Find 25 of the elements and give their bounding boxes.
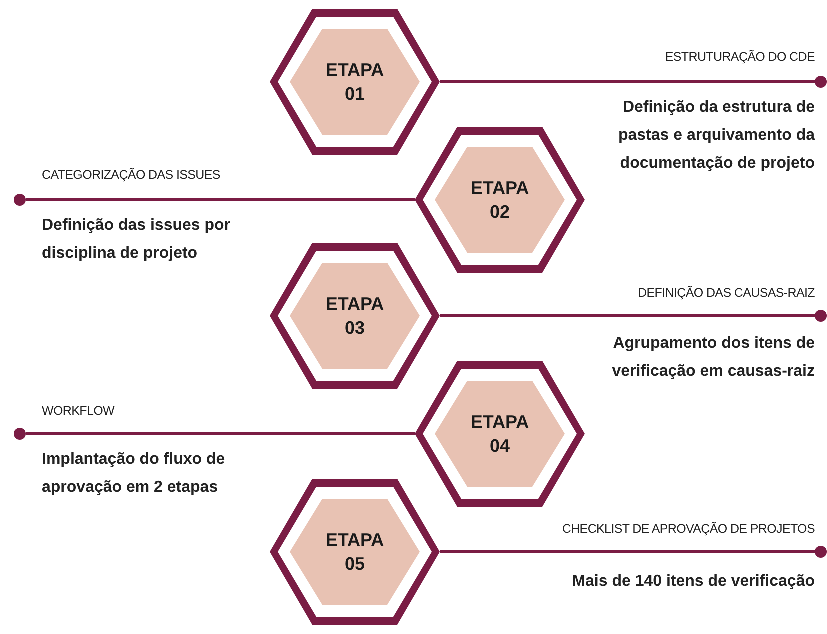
stage-description: Definição da estrutura de pastas e arquivamento da documentação de projeto (617, 98, 815, 174)
step-label: ETAPA 03 (324, 293, 386, 340)
stage-title: DEFINIÇÃO DAS CAUSAS-RAIZ (637, 285, 815, 302)
stage-title: CHECKLIST DE APROVAÇÃO DE PROJETOS (561, 521, 815, 538)
stage-description: Implantação do fluxo de aprovação em 2 etapas (42, 450, 226, 498)
hexagon-step (415, 361, 585, 507)
connector-line (440, 550, 815, 554)
hexagon-step (270, 479, 440, 625)
stage-description: Definição das issues por disciplina de projeto (42, 216, 232, 264)
stage-description: Agrupamento dos itens de verificação em causas-raiz (611, 334, 815, 382)
hexagon-step (270, 9, 440, 155)
step-label: ETAPA 04 (470, 411, 530, 458)
connector-line (26, 198, 415, 202)
stage-title: WORKFLOW (42, 403, 116, 420)
stage-title: ESTRUTURAÇÃO DO CDE (664, 49, 815, 66)
stage-title: CATEGORIZAÇÃO DAS ISSUES (42, 167, 222, 184)
connector-line (440, 314, 815, 318)
connector-line (26, 432, 415, 436)
step-label: ETAPA 01 (324, 59, 386, 106)
hexagon-step (270, 243, 440, 389)
connector-line (440, 80, 815, 84)
step-label: ETAPA 05 (324, 529, 386, 576)
step-label: ETAPA 02 (470, 177, 530, 224)
stage-description: Mais de 140 itens de verificação (571, 572, 815, 592)
hexagon-step (415, 127, 585, 273)
